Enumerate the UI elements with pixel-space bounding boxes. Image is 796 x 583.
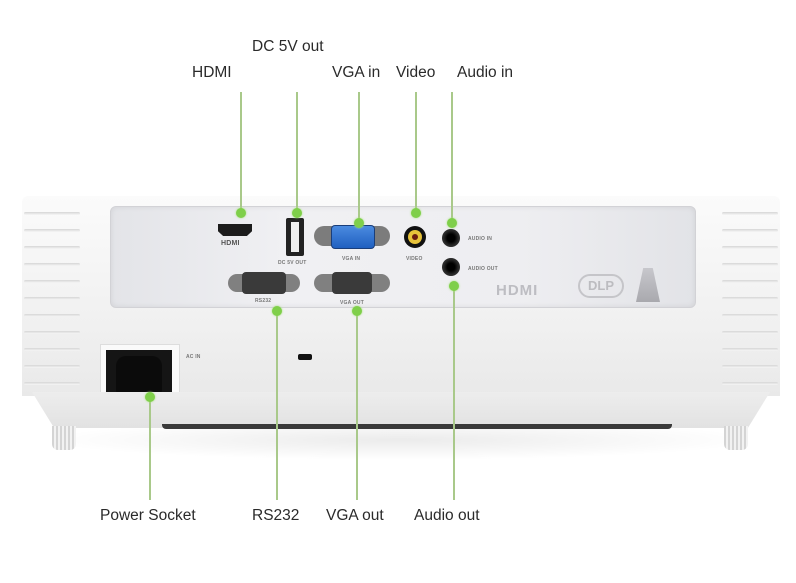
label-video: Video <box>396 64 436 81</box>
io-panel <box>110 206 696 308</box>
label-power-socket: Power Socket <box>100 507 196 524</box>
marker-dot-power <box>145 392 155 402</box>
audio-out-jack <box>442 258 460 276</box>
leader-line-vga-in <box>358 92 360 220</box>
left-foot <box>52 426 76 450</box>
label-rs232: RS232 <box>252 507 300 524</box>
vga-out-port <box>332 272 372 294</box>
usb-dc-5v-port <box>286 218 304 256</box>
dlp-logo: DLP <box>578 274 624 298</box>
hdmi-port <box>218 224 252 236</box>
audio-in-jack <box>442 229 460 247</box>
label-audio-in: Audio in <box>457 64 514 81</box>
leader-line-power <box>149 396 151 500</box>
vga-out-marking: VGA OUT <box>340 300 364 306</box>
leader-line-video <box>415 92 417 210</box>
right-foot <box>724 426 748 450</box>
right-vent-grille <box>722 202 778 402</box>
audio-in-marking: AUDIO IN <box>468 236 493 242</box>
audio-out-marking: AUDIO OUT <box>468 266 498 272</box>
marker-dot-vga-in <box>354 218 364 228</box>
leader-line-vga-out <box>356 310 358 500</box>
label-hdmi: HDMI <box>192 64 232 81</box>
label-dc-5v-out: DC 5V out <box>252 38 324 55</box>
video-marking: VIDEO <box>406 256 423 262</box>
vga-in-port <box>331 225 375 249</box>
marker-dot-audio-out <box>449 281 459 291</box>
marker-dot-rs232 <box>272 306 282 316</box>
video-rca-port <box>404 226 426 248</box>
hdmi-marking: HDMI <box>221 240 240 247</box>
projector-body: HDMI DC 5V OUT VGA IN VIDEO AUDIO IN AUD… <box>22 196 780 450</box>
leader-line-hdmi <box>240 92 242 210</box>
label-vga-out: VGA out <box>326 507 384 524</box>
marker-dot-video <box>411 208 421 218</box>
marker-dot-audio-in <box>447 218 457 228</box>
label-audio-out: Audio out <box>414 507 480 524</box>
rs232-port <box>242 272 286 294</box>
marker-dot-dc5v <box>292 208 302 218</box>
label-vga-in: VGA in <box>332 64 381 81</box>
marker-dot-hdmi <box>236 208 246 218</box>
dc5v-marking: DC 5V OUT <box>278 260 307 266</box>
leader-line-rs232 <box>276 310 278 500</box>
leader-line-audio-out <box>453 285 455 500</box>
leader-line-audio-in <box>451 92 453 220</box>
ac-in-marking: AC IN <box>186 354 201 360</box>
vga-in-marking: VGA IN <box>342 256 361 262</box>
leader-line-dc5v <box>296 92 298 210</box>
projector-base <box>32 392 770 428</box>
kensington-lock-slot <box>298 354 312 360</box>
projector-bottom-slot <box>162 424 672 429</box>
left-vent-grille <box>24 202 80 402</box>
hdmi-logo: HDMI <box>496 282 539 299</box>
rs232-marking: RS232 <box>255 298 272 304</box>
marker-dot-vga-out <box>352 306 362 316</box>
